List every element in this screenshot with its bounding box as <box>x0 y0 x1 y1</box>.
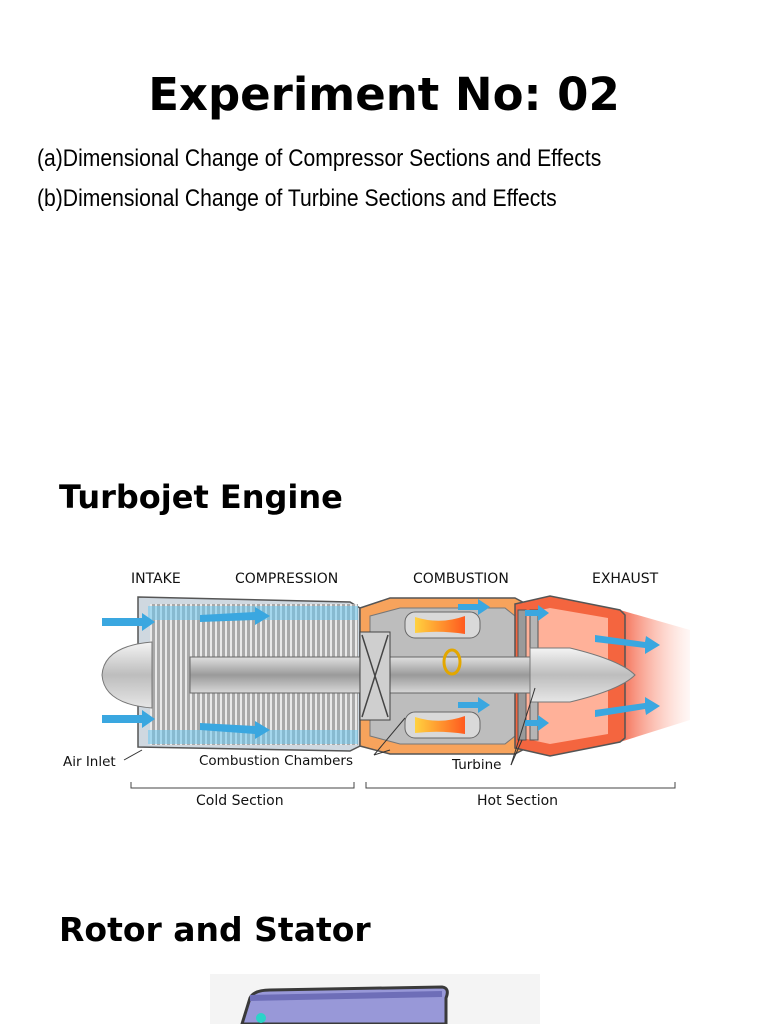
exhaust-cone <box>529 647 636 703</box>
airflow-channel-bottom <box>148 730 358 744</box>
page-title: Experiment No: 02 <box>148 68 620 121</box>
cold-section-bracket <box>130 782 355 789</box>
rotor-stator-heading: Rotor and Stator <box>59 910 371 949</box>
flame-top <box>415 616 465 634</box>
air-inlet-leader <box>123 749 143 761</box>
turbojet-heading: Turbojet Engine <box>59 478 343 516</box>
turbojet-engine-diagram: INTAKE COMPRESSION COMBUSTION EXHAUST <box>63 571 690 809</box>
air-inlet-label: Air Inlet <box>63 754 116 770</box>
rotor-stator-image <box>210 974 540 1024</box>
airflow-arrows <box>102 599 660 739</box>
stage-label-intake: INTAKE <box>131 571 181 587</box>
combustion-chambers-label: Combustion Chambers <box>199 753 353 769</box>
stage-label-combustion: COMBUSTION <box>413 571 509 587</box>
frame-struts <box>361 634 389 718</box>
stage-label-compression: COMPRESSION <box>235 571 338 587</box>
cold-section-label: Cold Section <box>196 793 284 809</box>
rotation-arrow-icon <box>442 648 462 676</box>
hot-section-label: Hot Section <box>477 793 558 809</box>
nose-cone <box>101 641 153 709</box>
turbine-leader-2 <box>510 687 536 766</box>
objective-line-b: (b)Dimensional Change of Turbine Section… <box>37 185 557 212</box>
flame-bottom <box>415 716 465 734</box>
turbine-leader-1 <box>510 739 523 766</box>
objective-line-a: (a)Dimensional Change of Compressor Sect… <box>37 145 602 172</box>
combustion-chambers-leader-2 <box>373 749 391 756</box>
combustion-chambers-leader-1 <box>373 717 406 756</box>
hot-section-bracket <box>365 782 676 789</box>
stage-label-exhaust: EXHAUST <box>592 571 659 587</box>
turbine-label: Turbine <box>451 757 502 773</box>
